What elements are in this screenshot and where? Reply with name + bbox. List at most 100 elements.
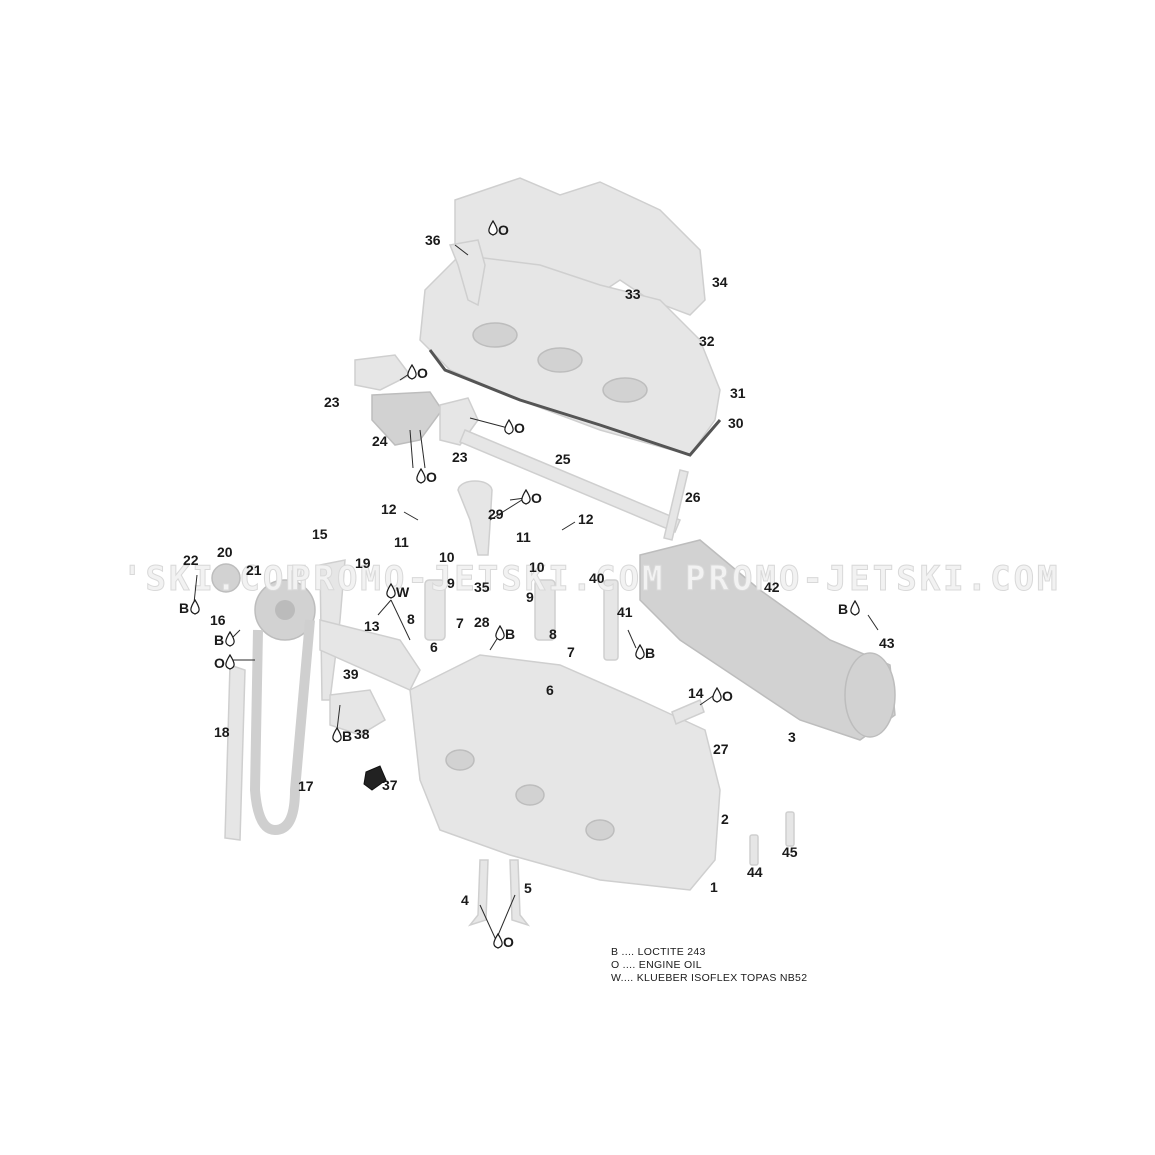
callout-18: 18 xyxy=(214,724,230,740)
legend-line-engine-oil: O .... ENGINE OIL xyxy=(611,959,702,971)
part-pushrod xyxy=(663,469,689,541)
callout-4: 4 xyxy=(461,892,469,908)
callout-22: 22 xyxy=(183,552,199,568)
callout-23: 23 xyxy=(324,394,340,410)
callout-38: 38 xyxy=(354,726,370,742)
part-cylinder-head xyxy=(409,654,721,891)
part-bolt xyxy=(749,834,759,866)
part-fitting xyxy=(671,698,705,726)
part-cover-boss xyxy=(472,322,518,348)
callout-6: 6 xyxy=(430,639,438,655)
callout-13: 13 xyxy=(364,618,380,634)
callout-3: 3 xyxy=(788,729,796,745)
callout-40: 40 xyxy=(589,570,605,586)
callout-7b: 7 xyxy=(567,644,575,660)
watermark-right: PROMO-JETSKI.COM xyxy=(685,559,1061,599)
svg-text:W: W xyxy=(396,584,410,600)
part-rocker-shaft xyxy=(459,429,681,533)
callout-35: 35 xyxy=(474,579,490,595)
part-sprocket-hub xyxy=(275,600,295,620)
svg-text:B: B xyxy=(505,626,515,642)
part-bracket xyxy=(329,689,386,736)
callout-37: 37 xyxy=(382,777,398,793)
callout-11: 11 xyxy=(394,534,409,550)
callout-12b: 12 xyxy=(578,511,594,527)
part-bolt xyxy=(785,811,795,847)
part-rocker-arm xyxy=(371,391,443,446)
callout-10: 10 xyxy=(439,549,455,565)
svg-text:B: B xyxy=(645,645,655,661)
callout-15: 15 xyxy=(312,526,328,542)
svg-text:O: O xyxy=(417,365,428,381)
callout-8: 8 xyxy=(407,611,415,627)
callout-6b: 6 xyxy=(546,682,554,698)
callout-28: 28 xyxy=(474,614,490,630)
callout-23b: 23 xyxy=(452,449,468,465)
part-rod xyxy=(603,579,619,661)
svg-text:O: O xyxy=(214,655,225,671)
callout-30: 30 xyxy=(728,415,744,431)
part-cap xyxy=(211,563,241,593)
svg-text:O: O xyxy=(503,934,514,950)
svg-text:O: O xyxy=(498,222,509,238)
callout-32: 32 xyxy=(699,333,715,349)
callout-36: 36 xyxy=(425,232,441,248)
part-cover-boss xyxy=(537,347,583,373)
callout-41: 41 xyxy=(617,604,633,620)
callout-44: 44 xyxy=(747,864,763,880)
svg-text:O: O xyxy=(426,469,437,485)
part-valve-cover-gasket xyxy=(428,349,722,457)
part-oil-filler-cap xyxy=(448,239,486,307)
callout-43: 43 xyxy=(879,635,895,651)
callout-33: 33 xyxy=(625,286,641,302)
svg-text:O: O xyxy=(531,490,542,506)
callout-16: 16 xyxy=(210,612,226,628)
svg-text:B: B xyxy=(179,600,189,616)
callout-42: 42 xyxy=(764,579,780,595)
callout-19: 19 xyxy=(355,555,371,571)
callout-numbers: 1 2 3 4 5 6 6 7 7 8 8 9 9 10 10 11 11 12… xyxy=(183,232,895,908)
callout-5: 5 xyxy=(524,880,532,896)
part-plug xyxy=(363,765,387,791)
callout-10b: 10 xyxy=(529,559,545,575)
callout-20: 20 xyxy=(217,544,233,560)
part-valve xyxy=(509,859,531,927)
svg-text:O: O xyxy=(514,420,525,436)
part-tappet xyxy=(457,480,493,556)
callout-45: 45 xyxy=(782,844,798,860)
callout-27: 27 xyxy=(713,741,729,757)
legend-line-klueber: W.... KLUEBER ISOFLEX TOPAS NB52 xyxy=(611,972,808,984)
part-timing-chain xyxy=(249,619,315,836)
watermark-left: 'SKI.COM xyxy=(122,559,310,599)
callout-9b: 9 xyxy=(526,589,534,605)
svg-text:O: O xyxy=(722,688,733,704)
part-guide-rail xyxy=(319,619,421,691)
svg-text:B: B xyxy=(214,632,224,648)
callout-26: 26 xyxy=(685,489,701,505)
lubricant-legend: B .... LOCTITE 243 O .... ENGINE OIL W..… xyxy=(611,946,807,985)
callout-8b: 8 xyxy=(549,626,557,642)
leader-lines xyxy=(193,244,879,941)
callout-29: 29 xyxy=(488,506,504,522)
part-valve-spring xyxy=(424,579,446,641)
callout-39: 39 xyxy=(343,666,359,682)
part-rocker-arm xyxy=(354,354,412,391)
callout-12: 12 xyxy=(381,501,397,517)
callout-9: 9 xyxy=(447,575,455,591)
part-valve-spring xyxy=(534,579,556,641)
part-head-port xyxy=(515,784,545,806)
lubricant-marks: O O O O O W B B O B B B O B O xyxy=(179,219,860,950)
part-cover-boss xyxy=(602,377,648,403)
callout-21: 21 xyxy=(246,562,262,578)
callout-31: 31 xyxy=(730,385,746,401)
callout-1: 1 xyxy=(710,879,718,895)
callout-34: 34 xyxy=(712,274,728,290)
callout-25: 25 xyxy=(555,451,571,467)
svg-text:B: B xyxy=(342,728,352,744)
callout-17: 17 xyxy=(298,778,314,794)
part-chain-guide xyxy=(224,663,246,841)
callout-11b: 11 xyxy=(516,529,531,545)
part-head-port xyxy=(585,819,615,841)
callout-14: 14 xyxy=(688,685,704,701)
